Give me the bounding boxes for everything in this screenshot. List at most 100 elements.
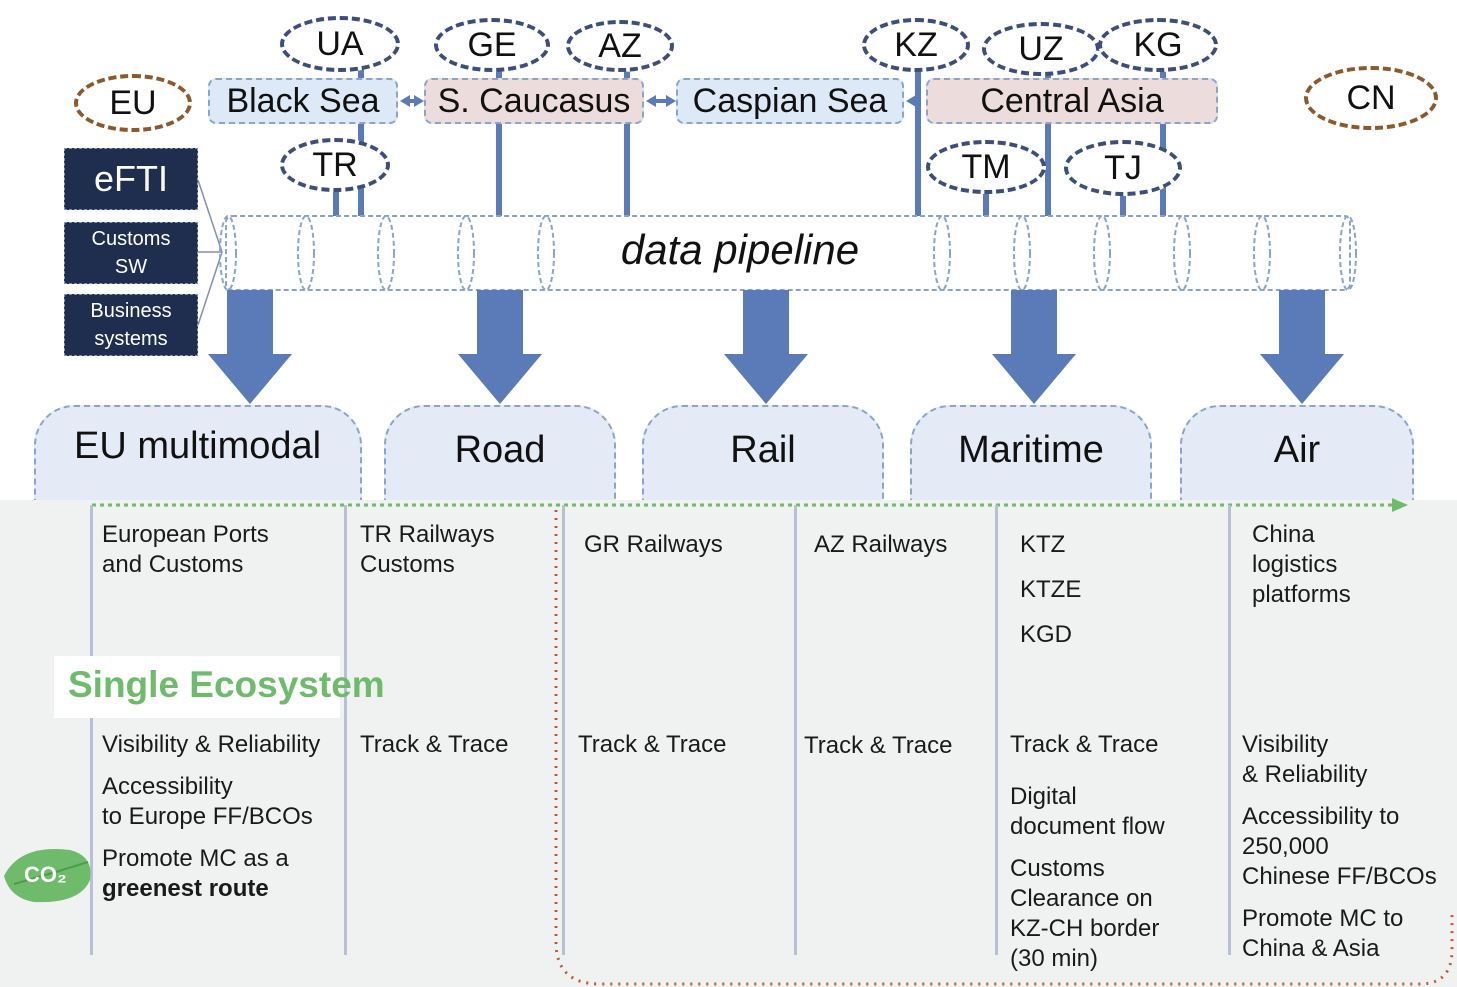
arrow-shaft-road (477, 290, 523, 356)
cell-text: & Reliability (1242, 761, 1368, 788)
cell-text: KZ-CH border (1010, 915, 1160, 942)
column-divider-3 (562, 505, 565, 955)
cell-text: Clearance on (1010, 885, 1153, 912)
cell-air-benefits: Visibility & Reliability Accessibility t… (1242, 730, 1437, 964)
cell-text: Track & Trace (360, 731, 509, 758)
cell-text: Track & Trace (804, 732, 953, 759)
country-tm: TM (926, 140, 1046, 194)
arrow-down-air (1260, 354, 1344, 404)
arrow-black-sea-caucasus (400, 95, 424, 107)
cell-text: Promote MC as a (102, 845, 289, 872)
co2-label: CO₂ (24, 862, 67, 887)
side-box-links (197, 179, 223, 326)
arrow-down-rail (724, 354, 808, 404)
column-divider-6 (1228, 505, 1231, 955)
cell-text: Customs (1010, 855, 1105, 882)
cell-text: Customs (360, 551, 455, 578)
cell-text: platforms (1252, 581, 1351, 608)
mode-rail-label: Rail (730, 429, 796, 471)
connector-ge (496, 60, 502, 218)
country-ua: UA (280, 16, 400, 72)
cell-text: KTZE (1020, 576, 1082, 603)
cell-az-railways: AZ Railways (814, 530, 947, 560)
cell-text: logistics (1252, 551, 1338, 578)
region-central-asia: Central Asia (926, 78, 1218, 124)
cell-text: (30 min) (1010, 945, 1099, 972)
green-timeline-arrowhead (1392, 498, 1408, 512)
cell-text: Track & Trace (578, 731, 727, 758)
connector-tj (1120, 180, 1126, 218)
region-caspian-sea: Caspian Sea (676, 78, 904, 124)
mode-eu-multimodal-label: EU multimodal (74, 425, 322, 467)
business-systems-box: Business systems (64, 294, 198, 356)
cell-az-track: Track & Trace (804, 731, 952, 761)
business-line-1: Business (90, 300, 172, 322)
cell-china-logistics: China logistics platforms (1252, 520, 1351, 610)
efti-label: eFTI (93, 158, 168, 199)
arrow-shaft-air (1279, 290, 1325, 356)
cell-text: European Ports (102, 521, 269, 548)
column-divider-5 (995, 505, 998, 955)
cell-text-bold: greenest route (102, 875, 269, 902)
cell-text: Digital (1010, 783, 1077, 810)
cell-text: and Customs (102, 551, 244, 578)
customs-sw-line-1: Customs (91, 228, 171, 250)
country-eu: EU (74, 74, 192, 132)
cell-text: Promote MC to (1242, 905, 1404, 932)
arrow-shaft-maritime (1011, 290, 1057, 356)
customs-sw-line-2: SW (114, 256, 148, 278)
cell-gr-track: Track & Trace (578, 730, 726, 760)
cell-text: China (1252, 521, 1315, 548)
column-divider-2 (344, 505, 347, 955)
cell-text: Accessibility to (1242, 803, 1400, 830)
cell-maritime-benefits: Track & Trace Digital document flow Cust… (1010, 730, 1165, 974)
single-ecosystem-title: Single Ecosystem (68, 664, 385, 705)
cell-text: Visibility (1242, 731, 1329, 758)
business-line-2: systems (94, 328, 168, 350)
cell-text: Visibility & Reliability (102, 731, 321, 758)
arrow-down-eu (208, 354, 292, 404)
cell-ktz: KTZ KTZE KGD (1020, 522, 1081, 657)
cell-text: to Europe FF/BCOs (102, 803, 313, 830)
orange-dotted-outline (554, 510, 1454, 986)
country-ge: GE (434, 18, 550, 72)
country-tr: TR (280, 138, 390, 192)
cell-eu-benefits: Visibility & Reliability Accessibility t… (102, 730, 320, 904)
column-divider-4 (794, 505, 797, 955)
co2-leaf-icon (4, 849, 91, 903)
cell-text: Track & Trace (1010, 731, 1159, 758)
cell-text: Accessibility (102, 773, 233, 800)
connector-az (624, 60, 630, 218)
cell-tr-railways: TR Railways Customs (360, 520, 495, 580)
country-kg: KG (1098, 18, 1218, 72)
cell-text: KTZ (1020, 531, 1066, 558)
cell-text: document flow (1010, 813, 1165, 840)
connector-tm (983, 180, 989, 218)
connector-tr (333, 180, 339, 218)
country-az: AZ (566, 20, 674, 72)
country-cn: CN (1304, 66, 1438, 130)
cell-text: AZ Railways (814, 531, 948, 558)
single-ecosystem-badge (54, 656, 340, 718)
region-black-sea: Black Sea (208, 78, 398, 124)
arrow-down-maritime (992, 354, 1076, 404)
cell-gr-railways: GR Railways (584, 530, 723, 560)
arrow-shaft-eu (227, 290, 273, 356)
data-pipeline-label: data pipeline (620, 226, 860, 273)
mode-road-label: Road (454, 429, 546, 471)
mode-maritime-label: Maritime (958, 429, 1104, 471)
arrow-shaft-rail (743, 290, 789, 356)
mode-air-label: Air (1273, 429, 1321, 471)
arrow-caspian-central-asia (906, 95, 916, 107)
region-s-caucasus: S. Caucasus (424, 78, 644, 124)
connector-ua (358, 60, 364, 218)
efti-box: eFTI (64, 148, 198, 210)
connector-uz (1045, 60, 1051, 218)
arrow-down-road (458, 354, 542, 404)
ecosystem-overlay (92, 498, 1454, 986)
cell-text: TR Railways (360, 521, 495, 548)
cell-road-track: Track & Trace (360, 730, 508, 760)
region-link-arrows (400, 95, 916, 107)
column-divider-1 (90, 505, 93, 955)
cell-text: Chinese FF/BCOs (1242, 863, 1437, 890)
